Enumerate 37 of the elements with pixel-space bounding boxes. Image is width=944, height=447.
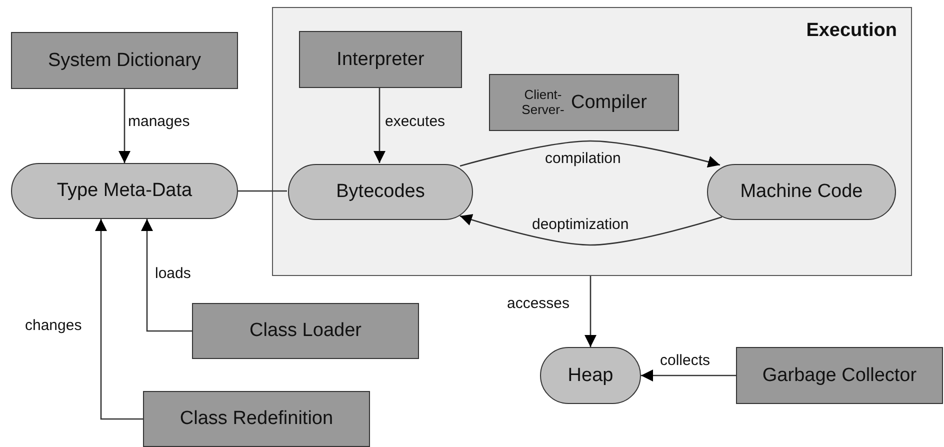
process-box <box>299 31 462 88</box>
arrow <box>95 219 143 420</box>
process-box <box>736 347 943 404</box>
group-title: Execution <box>806 20 897 42</box>
edge-label: changes <box>25 317 82 334</box>
process-box <box>143 391 370 447</box>
node-label: Class Redefinition <box>180 408 334 430</box>
arrow <box>460 214 722 246</box>
node-label: Machine Code <box>740 181 863 203</box>
edge-label: executes <box>385 113 446 130</box>
edge-label: collects <box>660 352 710 369</box>
node-label: Type Meta-Data <box>56 180 192 202</box>
arrow <box>374 87 386 163</box>
data-pill <box>288 164 473 220</box>
node-label: Bytecodes <box>336 181 425 203</box>
edge-label: manages <box>128 113 190 130</box>
node-label: Compiler <box>570 92 648 114</box>
node-label: Heap <box>568 364 614 386</box>
edge-label: loads <box>155 265 191 282</box>
process-box <box>11 32 238 89</box>
arrow <box>641 370 736 382</box>
node-label: System Dictionary <box>48 50 202 72</box>
edge-label: compilation <box>545 150 621 167</box>
node-label: Class Loader <box>250 320 362 342</box>
process-box <box>489 74 679 131</box>
edge-label: accesses <box>507 295 570 312</box>
edge-label: deoptimization <box>532 216 629 233</box>
prefix-label: Client- Server- <box>520 88 565 118</box>
process-box <box>192 303 419 359</box>
arrow <box>118 89 130 163</box>
node-label: Interpreter <box>336 48 424 70</box>
node-label: Garbage Collector <box>762 364 917 386</box>
data-pill <box>707 164 896 220</box>
arrow <box>141 219 192 332</box>
arrow <box>584 276 596 347</box>
group-panel <box>272 7 912 276</box>
arrow <box>460 140 720 168</box>
